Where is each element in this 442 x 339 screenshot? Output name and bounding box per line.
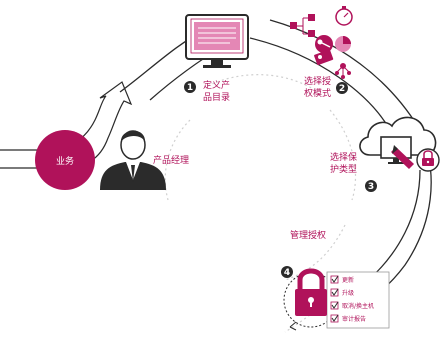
business-label: 业务 [56,155,74,167]
license-model-icons [290,6,353,79]
step-3-badge [365,180,377,192]
checklist-item: 取消/换主机 [342,302,374,310]
step-4-badge [281,266,293,278]
step-3-label-line1: 选择保 [330,151,357,163]
step-2-number: 2 [339,84,345,94]
cloud-computer-icon [359,116,437,169]
businessman-icon [100,130,166,190]
inner-dotted-cycle [164,74,357,333]
checkbox-icon [330,301,339,310]
step-2-label-line1: 选择授 [304,75,331,87]
checklist-item: 升级 [342,289,354,297]
checkbox-icon [330,288,339,297]
network-icon [335,63,351,79]
pie-chart-icon [335,36,351,52]
monitor-document-icon [185,14,249,68]
checkbox-icon [330,275,339,284]
key-icon [315,35,333,53]
cycle-arrow-icon [289,321,297,331]
id-card-icon [314,49,334,66]
checkmark-icon [331,288,339,296]
checklist-item: 更新 [342,276,354,284]
step-1-label-line1: 定义产 [203,79,230,91]
step-1-label-line2: 品目录 [203,92,230,103]
step-3-number: 3 [368,182,374,192]
checkmark-icon [331,301,339,309]
checklist-item: 审计报告 [342,315,366,323]
checklist-panel: 更新 升级 取消/换主机 审计报告 [326,271,390,329]
hierarchy-icon [290,14,315,37]
step-1-badge [184,81,196,93]
protection-lock-icon [416,148,440,172]
business-circle [35,130,95,190]
padlock-icon [295,268,327,316]
step-2-badge [336,82,348,94]
product-manager-label: 产品经理 [153,154,189,166]
step-4-number: 4 [284,268,290,278]
checkbox-icon [330,314,339,323]
checkmark-icon [331,314,339,322]
step-2-label-line2: 权模式 [304,87,331,99]
stopwatch-icon [335,6,353,26]
manage-license-label: 管理授权 [290,229,326,241]
step-3-label-line2: 护类型 [330,163,357,175]
step-1-number: 1 [187,83,193,93]
checkmark-icon [331,275,339,283]
